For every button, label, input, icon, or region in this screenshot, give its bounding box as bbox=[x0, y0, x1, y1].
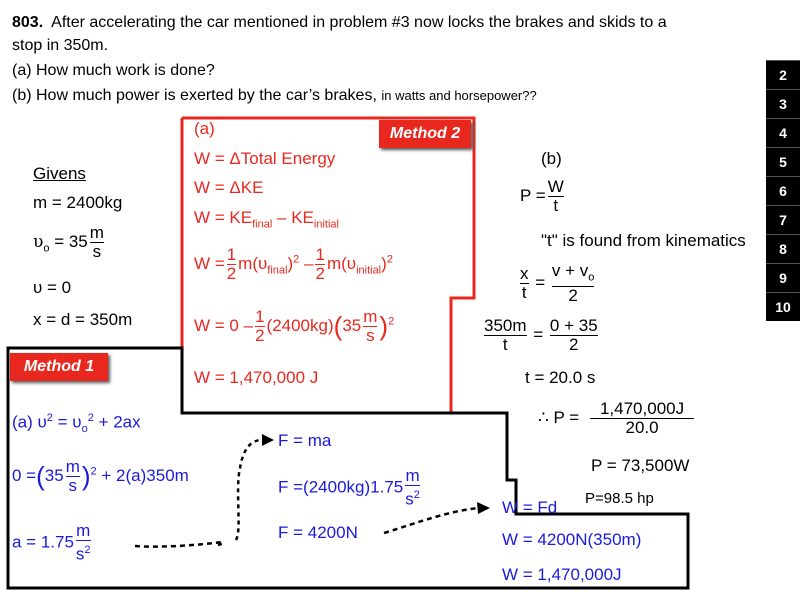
given-distance: x = d = 350m bbox=[33, 310, 133, 329]
question-b-small: in watts and horsepower?? bbox=[381, 88, 537, 103]
method2-result: W = 1,470,000 J bbox=[194, 368, 319, 387]
method1-w1: W = Fd bbox=[502, 498, 558, 517]
given-mass: m = 2400kg bbox=[33, 193, 123, 212]
arrow-head-1 bbox=[262, 434, 274, 446]
slide-number-9[interactable]: 9 bbox=[766, 263, 800, 292]
slide-number-7[interactable]: 7 bbox=[766, 205, 800, 234]
slide-number-8[interactable]: 8 bbox=[766, 234, 800, 263]
method2-eq2: W = ΔKE bbox=[194, 178, 264, 197]
arrow-path-1 bbox=[217, 438, 263, 547]
question-a: (a) How much work is done? bbox=[12, 62, 215, 79]
method1-outline bbox=[6, 346, 690, 590]
partb-p-result: P = 73,500W bbox=[591, 456, 690, 475]
question-b-text: (b) How much power is exerted by the car… bbox=[12, 87, 377, 104]
method1-f3: F = 4200N bbox=[278, 523, 358, 542]
partb-note: "t" is found from kinematics bbox=[541, 231, 746, 250]
method1-w3: W = 1,470,000J bbox=[502, 565, 622, 584]
problem-number: 803 bbox=[12, 14, 39, 31]
method1-w2: W = 4200N(350m) bbox=[502, 530, 642, 549]
partb-hp: P=98.5 hp bbox=[585, 490, 654, 507]
method2-outline bbox=[182, 116, 476, 413]
partb-t-result: t = 20.0 s bbox=[525, 368, 596, 387]
method2-badge: Method 2 bbox=[379, 120, 471, 148]
method1-eq1: (a) υ2 = υo2 + 2ax bbox=[12, 412, 141, 436]
givens-title: Givens bbox=[33, 164, 86, 183]
method2-label: (a) bbox=[194, 119, 215, 138]
slide-number-4[interactable]: 4 bbox=[766, 118, 800, 147]
slide-number-3[interactable]: 3 bbox=[766, 89, 800, 118]
method1-badge: Method 1 bbox=[10, 353, 108, 381]
method1-f1: F = ma bbox=[278, 431, 332, 450]
problem-line-1: 803. After accelerating the car mentione… bbox=[12, 14, 667, 31]
slide-number-2[interactable]: 2 bbox=[766, 60, 800, 89]
method2-eq3: W = KEfinal – KEinitial bbox=[194, 208, 339, 231]
partb-label: (b) bbox=[541, 149, 562, 168]
given-vf: υ = 0 bbox=[33, 278, 72, 297]
slide-number-10[interactable]: 10 bbox=[766, 292, 800, 321]
method2-eq1: W = ΔTotal Energy bbox=[194, 149, 336, 168]
slide-number-5[interactable]: 5 bbox=[766, 147, 800, 176]
arrow-path-3 bbox=[383, 506, 479, 535]
arrow-head-3 bbox=[477, 502, 490, 514]
problem-text-2: stop in 350m. bbox=[12, 37, 109, 54]
slide-number-6[interactable]: 6 bbox=[766, 176, 800, 205]
question-b: (b) How much power is exerted by the car… bbox=[12, 85, 537, 106]
problem-text-1: After accelerating the car mentioned in … bbox=[51, 14, 667, 31]
arrow-path-2 bbox=[134, 540, 223, 548]
